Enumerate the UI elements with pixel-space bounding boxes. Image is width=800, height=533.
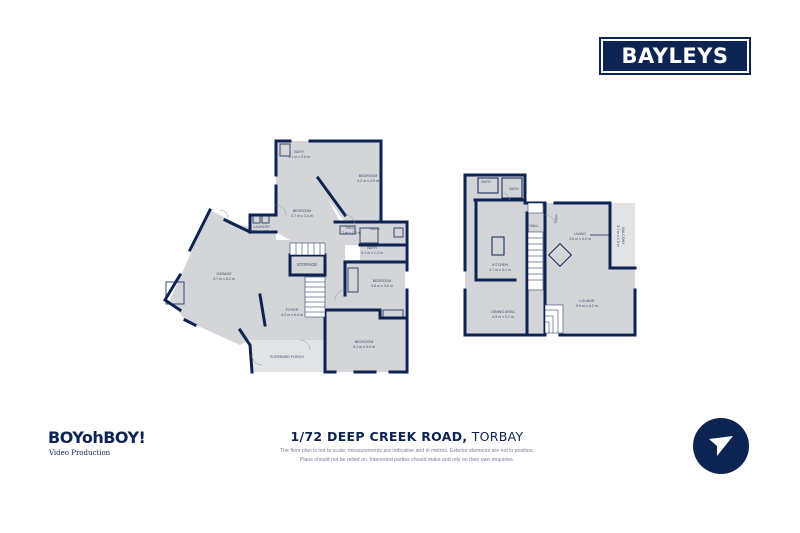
svg-text:LOUNGE: LOUNGE bbox=[579, 299, 595, 303]
svg-text:3.1 m x 1.2 m: 3.1 m x 1.2 m bbox=[361, 251, 383, 255]
room-label-bath: BATH bbox=[294, 150, 304, 154]
svg-text:BEDROOM: BEDROOM bbox=[359, 174, 378, 178]
address-street: 1/72 DEEP CREEK ROAD, bbox=[290, 429, 468, 444]
svg-text:BALCONY: BALCONY bbox=[621, 227, 625, 245]
svg-text:STORAGE: STORAGE bbox=[297, 262, 318, 267]
svg-text:1.7 m x 1.8 m: 1.7 m x 1.8 m bbox=[339, 231, 361, 235]
svg-text:BATH: BATH bbox=[509, 187, 519, 191]
svg-text:BEDROOM: BEDROOM bbox=[293, 209, 312, 213]
svg-text:GARAGE: GARAGE bbox=[216, 272, 232, 276]
svg-text:3.1 m x 3.0 m: 3.1 m x 3.0 m bbox=[288, 155, 310, 159]
svg-text:HALL: HALL bbox=[554, 215, 558, 224]
svg-text:4.8 m x 3.6 m: 4.8 m x 3.6 m bbox=[371, 284, 393, 288]
svg-text:4.2 m x 4.9 m: 4.2 m x 4.9 m bbox=[357, 179, 379, 183]
svg-text:BATH: BATH bbox=[367, 246, 377, 250]
navigation-button[interactable] bbox=[693, 418, 749, 474]
svg-text:5.9 m x 4.2 m: 5.9 m x 4.2 m bbox=[576, 304, 598, 308]
svg-text:HALL: HALL bbox=[346, 226, 355, 230]
svg-text:5.7 m x 6.2 m: 5.7 m x 6.2 m bbox=[213, 277, 235, 281]
svg-text:3.7 m x 1.5 m: 3.7 m x 1.5 m bbox=[616, 225, 620, 247]
svg-text:3.6 m x 4.0 m: 3.6 m x 4.0 m bbox=[569, 237, 591, 241]
svg-text:LIVING: LIVING bbox=[574, 232, 586, 236]
bayleys-logo: BAYLEYS bbox=[599, 37, 751, 75]
svg-text:4.2 m x 6.4 m: 4.2 m x 6.4 m bbox=[281, 313, 303, 317]
svg-text:SCREENED PORCH: SCREENED PORCH bbox=[270, 355, 304, 359]
lower-floor-plan: BATH 3.1 m x 3.0 m BEDROOM 4.2 m x 4.9 m… bbox=[162, 139, 409, 374]
svg-text:BATH: BATH bbox=[481, 180, 491, 184]
svg-text:DINING AREA: DINING AREA bbox=[491, 310, 515, 314]
upper-floor-plan: BATH BATH HALL KITCHEN 4.7 m x 5.1 m DIN… bbox=[463, 173, 637, 337]
svg-text:3.7 m x 3.4 m: 3.7 m x 3.4 m bbox=[291, 214, 313, 218]
svg-text:HALL: HALL bbox=[530, 224, 539, 228]
svg-text:LAUNDRY: LAUNDRY bbox=[253, 225, 271, 229]
svg-text:4.9 m x 3.1 m: 4.9 m x 3.1 m bbox=[492, 315, 514, 319]
disclaimer: The floor plan is not to scale; measurem… bbox=[232, 447, 582, 464]
svg-text:FOYER: FOYER bbox=[286, 308, 299, 312]
svg-text:BEDROOM: BEDROOM bbox=[373, 279, 392, 283]
svg-text:5.1 m x 3.9 m: 5.1 m x 3.9 m bbox=[353, 345, 375, 349]
svg-text:BATH: BATH bbox=[370, 227, 380, 231]
svg-text:KITCHEN: KITCHEN bbox=[492, 263, 508, 267]
boyohboy-logo: BOYohBOY! bbox=[48, 428, 146, 447]
disclaimer-line-2: Plans should not be relied on. Intereste… bbox=[299, 456, 515, 463]
svg-text:2.1 m x 1.7 m: 2.1 m x 1.7 m bbox=[253, 229, 272, 233]
producer-tagline: Video Production bbox=[49, 449, 111, 457]
navigation-arrow-icon bbox=[709, 436, 733, 456]
address-suburb: TORBAY bbox=[471, 429, 524, 444]
property-address: 1/72 DEEP CREEK ROAD, TORBAY bbox=[232, 429, 582, 444]
svg-text:BEDROOM: BEDROOM bbox=[355, 340, 374, 344]
svg-text:4.7 m x 5.1 m: 4.7 m x 5.1 m bbox=[489, 268, 511, 272]
disclaimer-line-1: The floor plan is not to scale; measurem… bbox=[279, 448, 535, 454]
